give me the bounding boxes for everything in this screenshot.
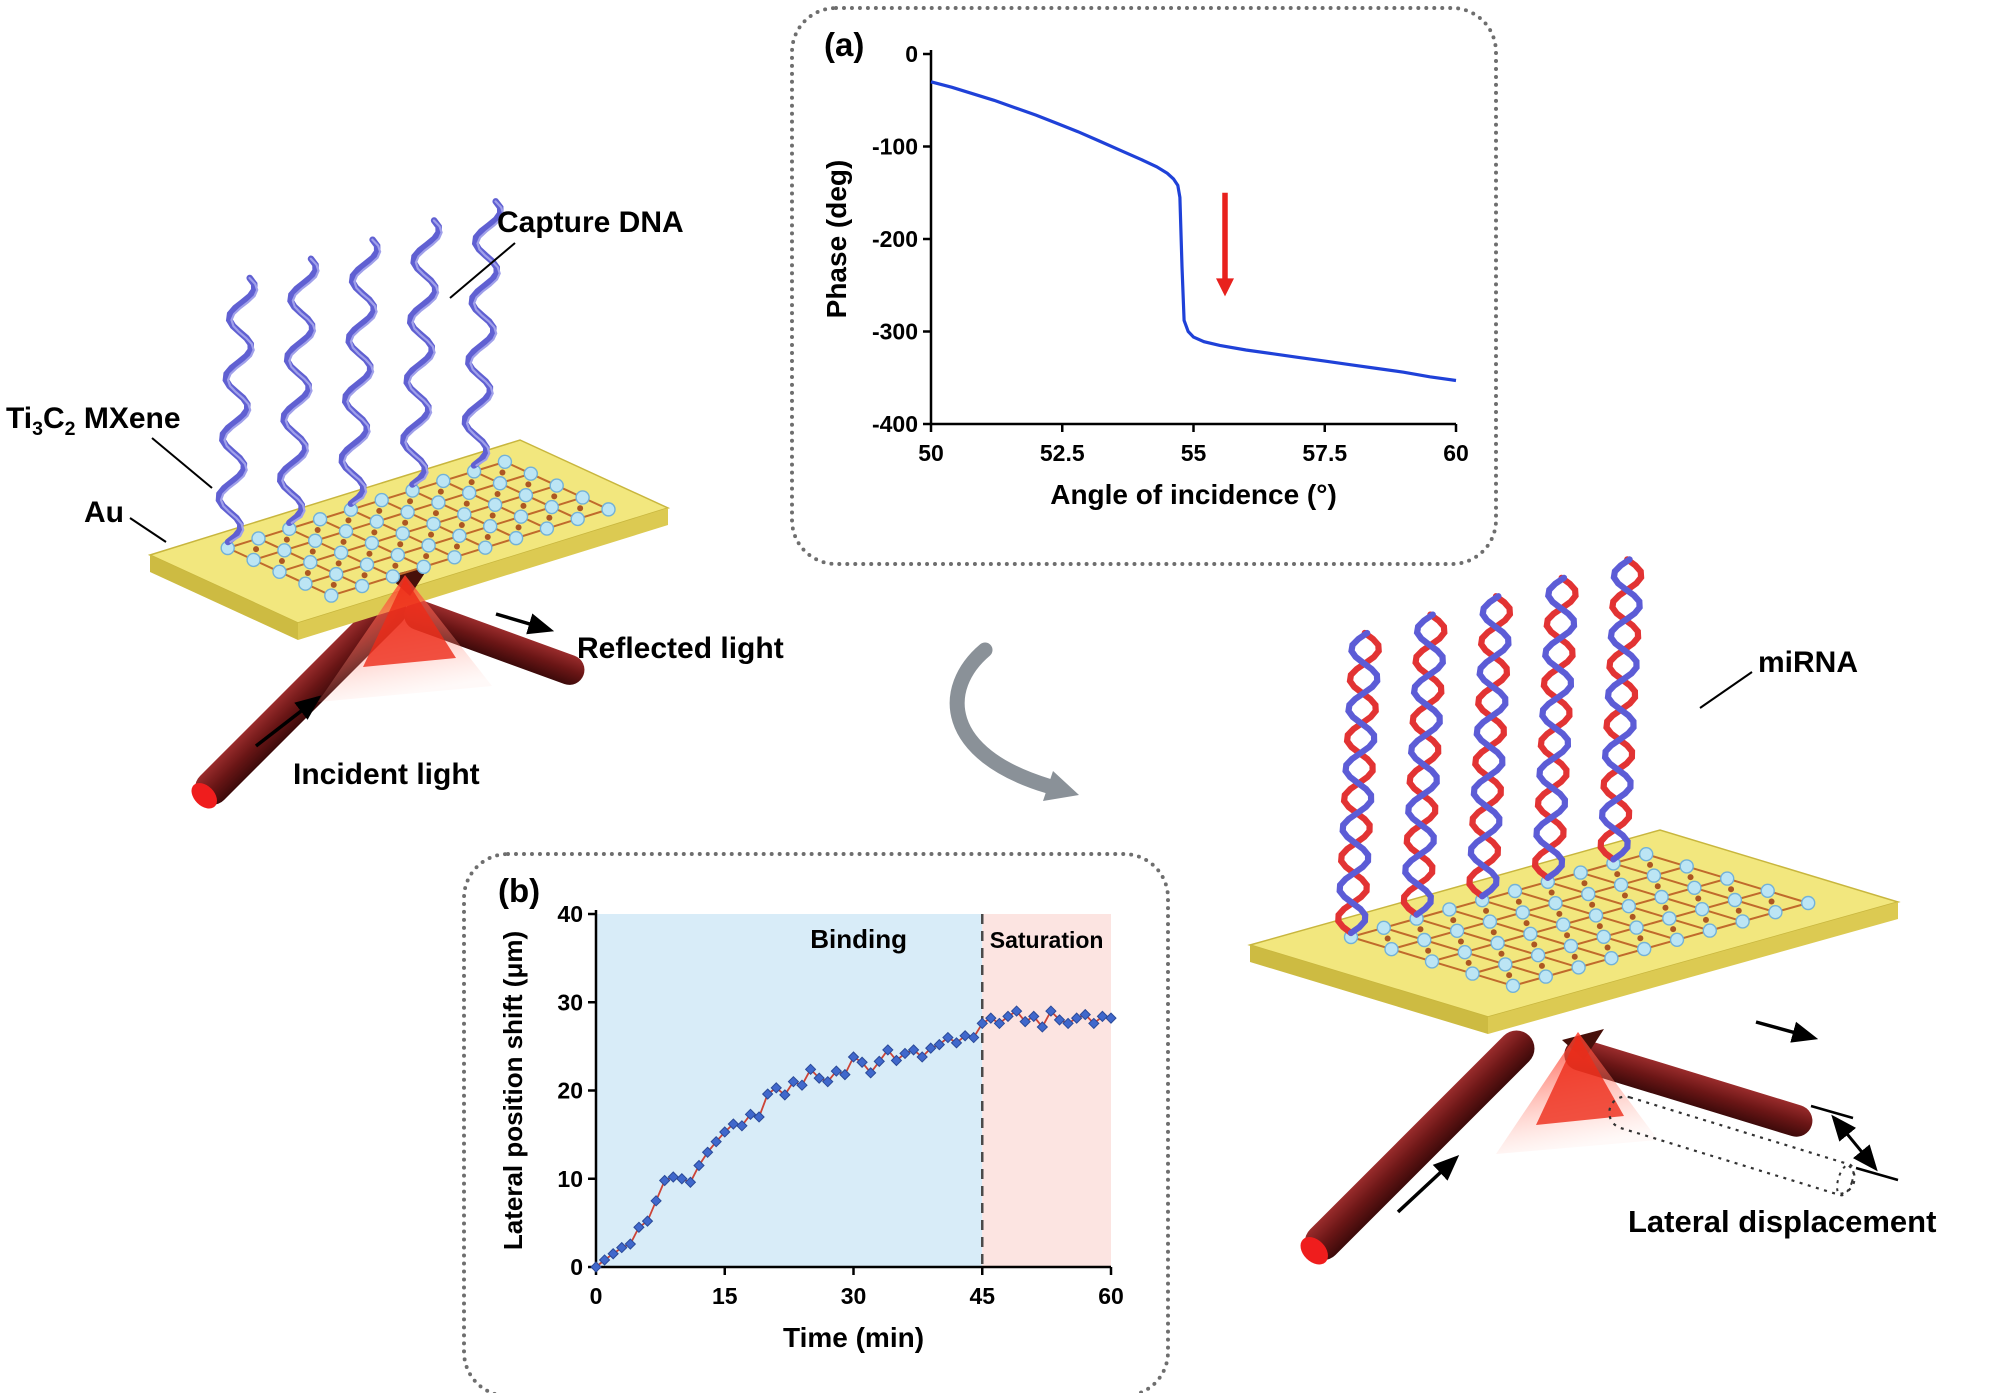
reflected-light-label: Reflected light (577, 632, 784, 665)
svg-text:52.5: 52.5 (1040, 440, 1085, 466)
svg-text:50: 50 (918, 440, 944, 466)
svg-text:-400: -400 (872, 411, 918, 437)
displaced-beam-outline (1608, 1095, 1856, 1197)
svg-text:-200: -200 (872, 226, 918, 252)
svg-text:40: 40 (557, 901, 583, 927)
svg-text:45: 45 (969, 1283, 995, 1309)
svg-text:60: 60 (1443, 440, 1469, 466)
reflected-light-arrow (495, 612, 555, 635)
svg-text:0: 0 (590, 1283, 603, 1309)
svg-text:30: 30 (557, 989, 583, 1015)
incident-light-label: Incident light (293, 758, 480, 791)
svg-text:Phase (deg): Phase (deg) (821, 160, 852, 319)
panel-b-label: (b) (498, 872, 541, 909)
reflected-light-beam (404, 600, 585, 685)
lateral-shift-vs-time-chart: Binding Saturation 0 10 20 30 40 0 15 30 45 60Time … (498, 901, 1124, 1353)
reflected-light-beam (1564, 1038, 1813, 1137)
mxene-lattice (220, 454, 616, 603)
mirna-pointer-line (1699, 671, 1753, 709)
incident-light-arrow (254, 695, 322, 748)
incident-light-arrow (1396, 1155, 1460, 1214)
svg-text:30: 30 (841, 1283, 867, 1309)
svg-text:Angle of incidence (°): Angle of incidence (°) (1050, 479, 1337, 510)
reflected-light-arrow (1755, 1020, 1819, 1043)
svg-text:Lateral position shift (μm): Lateral position shift (μm) (498, 931, 528, 1250)
mxene-pointer-line (151, 437, 213, 489)
mxene-label: Ti3C2 MXene (6, 402, 181, 440)
svg-text:60: 60 (1098, 1283, 1124, 1309)
svg-text:-100: -100 (872, 134, 918, 160)
svg-text:20: 20 (557, 1078, 583, 1104)
dna-mirna-duplexes (1335, 556, 1645, 937)
svg-text:15: 15 (712, 1283, 738, 1309)
mirna-label: miRNA (1758, 646, 1859, 679)
svg-text:0: 0 (905, 41, 918, 67)
svg-text:57.5: 57.5 (1302, 440, 1347, 466)
transition-arrow (949, 642, 1079, 801)
light-glow-cone (1496, 1032, 1658, 1154)
au-pointer-line (129, 517, 167, 543)
lateral-displacement-dimension (1810, 1104, 1899, 1182)
svg-text:10: 10 (557, 1166, 583, 1192)
svg-text:Time (min): Time (min) (783, 1322, 924, 1353)
svg-text:55: 55 (1181, 440, 1207, 466)
svg-text:Saturation: Saturation (990, 927, 1104, 953)
light-glow-cone (318, 575, 492, 702)
capture-dna-label: Capture DNA (497, 206, 684, 239)
capture-dna-strands (215, 198, 505, 546)
incident-light-beam (1300, 1030, 1535, 1265)
svg-text:0: 0 (570, 1254, 583, 1280)
sensor-chip-after-illustration (1247, 556, 1901, 1265)
capture-dna-pointer-line (449, 242, 516, 299)
svg-text:-300: -300 (872, 319, 918, 345)
lateral-displacement-label: Lateral displacement (1628, 1204, 1937, 1239)
gold-substrate (1247, 829, 1901, 1034)
sensor-chip-before-illustration (129, 198, 671, 809)
panel-a-label: (a) (824, 26, 865, 63)
svg-text:Binding: Binding (810, 924, 907, 954)
au-label: Au (84, 496, 124, 529)
